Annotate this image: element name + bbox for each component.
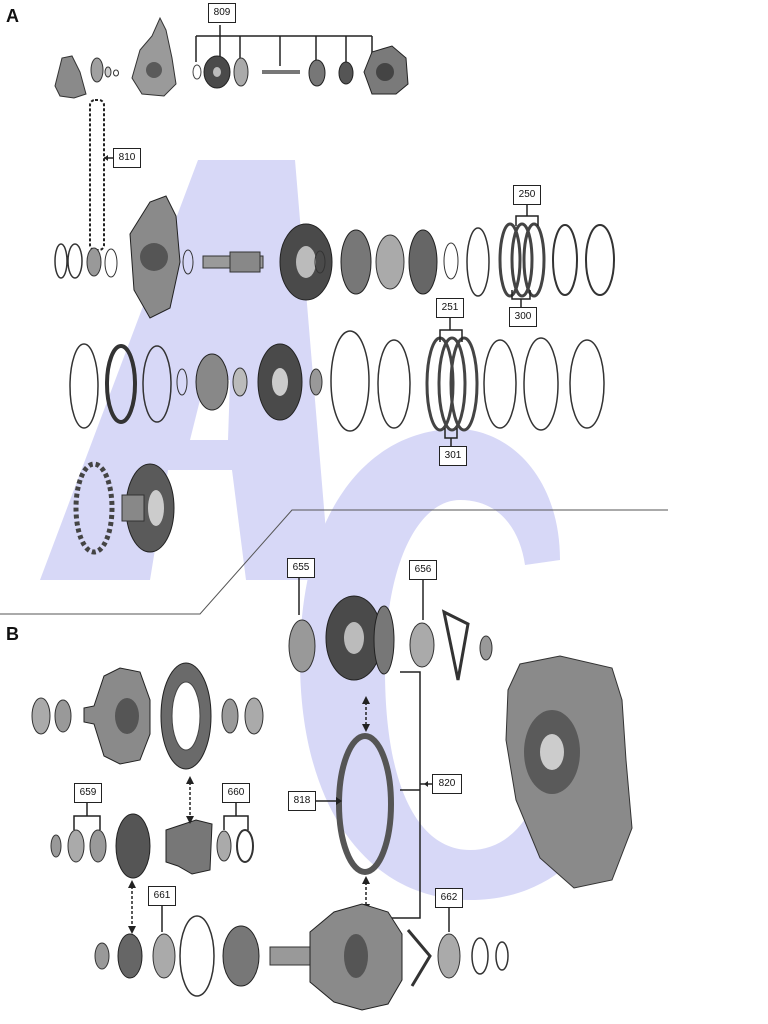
- section-label-b: B: [6, 624, 19, 644]
- bracket-820: [392, 671, 432, 919]
- bracket-301: [444, 428, 458, 446]
- callout-300: 300: [509, 307, 537, 327]
- belt-818: [316, 733, 394, 875]
- arrows-b: [128, 696, 370, 934]
- callout-659: 659: [74, 783, 102, 803]
- bracket-660: [223, 803, 249, 830]
- bracket-300: [511, 290, 531, 307]
- callout-250: 250: [513, 185, 541, 205]
- callout-818: 818: [288, 791, 316, 811]
- parts-row-1: [54, 16, 409, 99]
- callout-656: 656: [409, 560, 437, 580]
- chain-810: [89, 99, 113, 251]
- callout-820: 820: [432, 774, 462, 794]
- bracket-250: [515, 205, 539, 226]
- callout-662: 662: [435, 888, 463, 908]
- callout-655: 655: [287, 558, 315, 578]
- parts-row-b2: [31, 662, 264, 770]
- section-label-a: A: [6, 6, 19, 26]
- callout-809: 809: [208, 3, 236, 23]
- bracket-251: [439, 318, 463, 342]
- callout-251: 251: [436, 298, 464, 318]
- parts-row-b1: [288, 595, 493, 681]
- housing-case: [505, 655, 633, 889]
- callout-660: 660: [222, 783, 250, 803]
- bracket-659: [73, 803, 101, 830]
- callout-810: 810: [113, 148, 141, 168]
- parts-row-2: [54, 195, 615, 319]
- parts-row-b3: [50, 813, 254, 879]
- section-divider: [0, 509, 668, 615]
- parts-row-3: [69, 330, 605, 432]
- parts-row-4: [73, 461, 175, 555]
- callout-301: 301: [439, 446, 467, 466]
- parts-row-b4: [94, 903, 509, 1011]
- callout-661: 661: [148, 886, 176, 906]
